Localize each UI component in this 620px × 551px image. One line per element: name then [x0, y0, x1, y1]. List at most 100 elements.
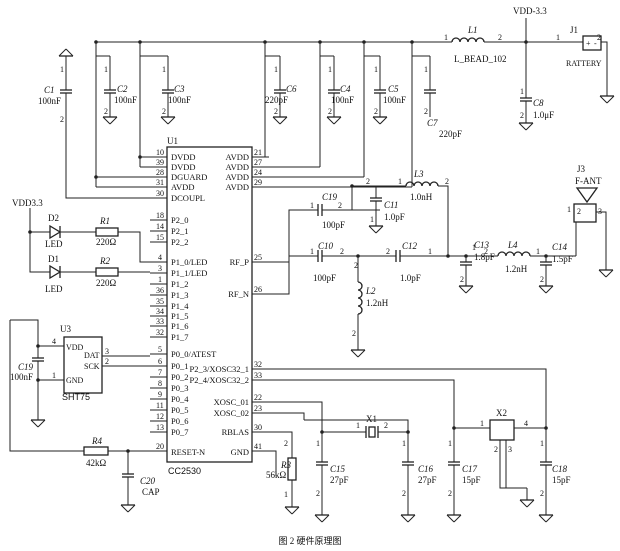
ground-icon [350, 349, 366, 358]
sensor-pin-name: VDD [66, 343, 84, 352]
pin-name: P1_1/LED [171, 268, 207, 278]
svg-text:2: 2 [386, 247, 390, 256]
cap-value: 100pF [322, 220, 345, 230]
svg-text:1: 1 [370, 215, 374, 224]
cap-value: 100nF [168, 95, 191, 105]
pin-num: 22 [254, 393, 262, 402]
pin-num: 32 [254, 360, 262, 369]
pin-name: AVDD [226, 172, 249, 182]
pin-num: 15 [156, 233, 164, 242]
pin-num: 32 [156, 328, 164, 337]
cap-value: 27pF [330, 475, 349, 485]
crystal-x1 [368, 426, 376, 438]
battery-ref: J1 [570, 25, 578, 35]
cap-value: 220pF [439, 129, 462, 139]
sensor-pin-num: 3 [105, 347, 109, 356]
cap-ref: C1 [44, 85, 55, 95]
svg-text:1: 1 [472, 243, 476, 252]
svg-text:1: 1 [424, 65, 428, 74]
pin-name: P2_3/XOSC32_1 [189, 364, 249, 374]
ground-icon [314, 514, 330, 523]
cap-ref: C2 [117, 84, 128, 94]
svg-text:2: 2 [484, 247, 488, 256]
cap-value: 100nF [383, 95, 406, 105]
sensor-name: SHT75 [62, 392, 90, 402]
ground-icon [538, 285, 554, 294]
ground-icon [284, 506, 300, 515]
sensor-pin-num: 4 [52, 337, 56, 346]
sensor-pin-name: SCK [84, 362, 100, 371]
pin-name: DCOUPL [171, 193, 205, 203]
inductor-ref: L3 [413, 169, 424, 179]
pin-name: AVDD [226, 152, 249, 162]
svg-text:1: 1 [162, 65, 166, 74]
led-value: LED [45, 284, 63, 294]
pin-name: DGUARD [171, 172, 207, 182]
pin-num: 10 [156, 148, 164, 157]
vdd-top-label: VDD-3.3 [513, 6, 547, 16]
cap-ref: C8 [533, 98, 544, 108]
antenna-icon [575, 187, 599, 204]
ground-icon [326, 116, 342, 125]
pin-name: P2_4/XOSC32_2 [189, 375, 249, 385]
pin-name: P1_4 [171, 301, 189, 311]
inductor-l3 [405, 181, 439, 187]
ground-icon [30, 419, 46, 428]
sensor-pin-name: DAT [84, 351, 100, 360]
cap-value: 100nF [10, 372, 33, 382]
pin-num: 13 [156, 423, 164, 432]
svg-text:1: 1 [316, 439, 320, 448]
pin-num: 7 [158, 368, 162, 377]
cap-ref: C18 [552, 464, 568, 474]
svg-text:2: 2 [460, 275, 464, 284]
svg-text:2: 2 [402, 489, 406, 498]
led-value: LED [45, 239, 63, 249]
svg-text:2: 2 [316, 489, 320, 498]
sensor-section: U3 VDD DAT SCK GND SHT75 4 1 3 2 C19 100… [9, 319, 160, 513]
svg-text:1: 1 [540, 439, 544, 448]
svg-text:1: 1 [448, 439, 452, 448]
pin-name: P1_2 [171, 279, 188, 289]
svg-text:1: 1 [104, 65, 108, 74]
svg-text:1: 1 [310, 201, 314, 210]
svg-text:3: 3 [508, 445, 512, 454]
pin-name: DVDD [171, 162, 196, 172]
pin-num: 12 [156, 412, 164, 421]
ground-icon [272, 116, 288, 125]
pin-name: RBLAS [222, 427, 250, 437]
antenna-name: F-ANT [575, 176, 602, 186]
svg-text:1: 1 [310, 247, 314, 256]
ground-icon [400, 514, 416, 523]
battery-minus: - [594, 39, 597, 48]
cap-value: 1.0pF [384, 212, 405, 222]
crystal-x2 [489, 419, 515, 441]
figure-caption: 图 2 硬件原理图 [278, 535, 341, 546]
svg-text:2: 2 [338, 201, 342, 210]
pin-name: AVDD [226, 162, 249, 172]
mcu-name: CC2530 [168, 466, 201, 476]
cap-ref: C15 [330, 464, 346, 474]
sensor-pin-num: 1 [52, 371, 56, 380]
cap-value: 100nF [114, 95, 137, 105]
pin-num: 20 [156, 442, 164, 451]
svg-text:2: 2 [352, 329, 356, 338]
cap-ref: C12 [402, 241, 418, 251]
ground-icon [120, 504, 136, 513]
pin-num: 33 [156, 317, 164, 326]
cap-value: 15pF [462, 475, 481, 485]
cap-ref: C14 [552, 242, 568, 252]
pin-name: P0_0/ATEST [171, 349, 217, 359]
pin-num: 30 [156, 189, 164, 198]
svg-text:2: 2 [384, 421, 388, 430]
svg-text:2: 2 [162, 107, 166, 116]
pin-num: 36 [156, 286, 164, 295]
cap-value: 100pF [313, 273, 336, 283]
pin-name: AVDD [226, 182, 249, 192]
oscillator-section: R3 56kΩ 21 1 X1 2 12 C15 27pF 12 C16 27p… [266, 368, 571, 523]
pin-name: P1_6 [171, 321, 188, 331]
svg-text:1: 1 [536, 247, 540, 256]
cap-ref: C16 [418, 464, 434, 474]
svg-text:2: 2 [104, 107, 108, 116]
pin-num: 28 [156, 168, 164, 177]
pin-num: 26 [254, 285, 262, 294]
